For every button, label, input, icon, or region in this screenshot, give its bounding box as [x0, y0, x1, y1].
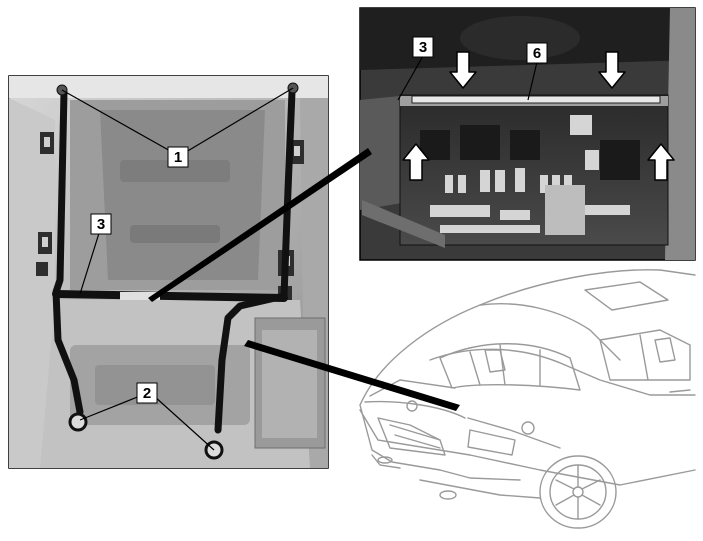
leader-line-2b [153, 395, 215, 451]
leader-line-1b [185, 87, 294, 153]
callout-box-1 [167, 146, 189, 168]
car-line-drawing [359, 269, 696, 529]
leader-to-car [244, 340, 460, 411]
callout-box-3-right [412, 36, 434, 58]
callout-box-6 [526, 42, 548, 64]
leader-line-1a [61, 89, 173, 153]
callout-box-3-left [90, 213, 112, 235]
leader-line-3-right [397, 55, 424, 101]
callout-6: 6 [533, 45, 541, 62]
detail-leaders [148, 148, 460, 411]
leader-line-2a [79, 395, 141, 421]
leader-line-3-left [79, 229, 101, 295]
callout-3-left: 3 [97, 216, 105, 233]
leader-to-fuse-box [148, 148, 372, 302]
callout-1: 1 [174, 149, 182, 166]
callout-2: 2 [143, 385, 151, 402]
callout-3-right: 3 [419, 39, 427, 56]
photo-trunk-frame [8, 75, 329, 469]
leader-line-6 [527, 61, 538, 101]
callout-box-2 [136, 382, 158, 404]
